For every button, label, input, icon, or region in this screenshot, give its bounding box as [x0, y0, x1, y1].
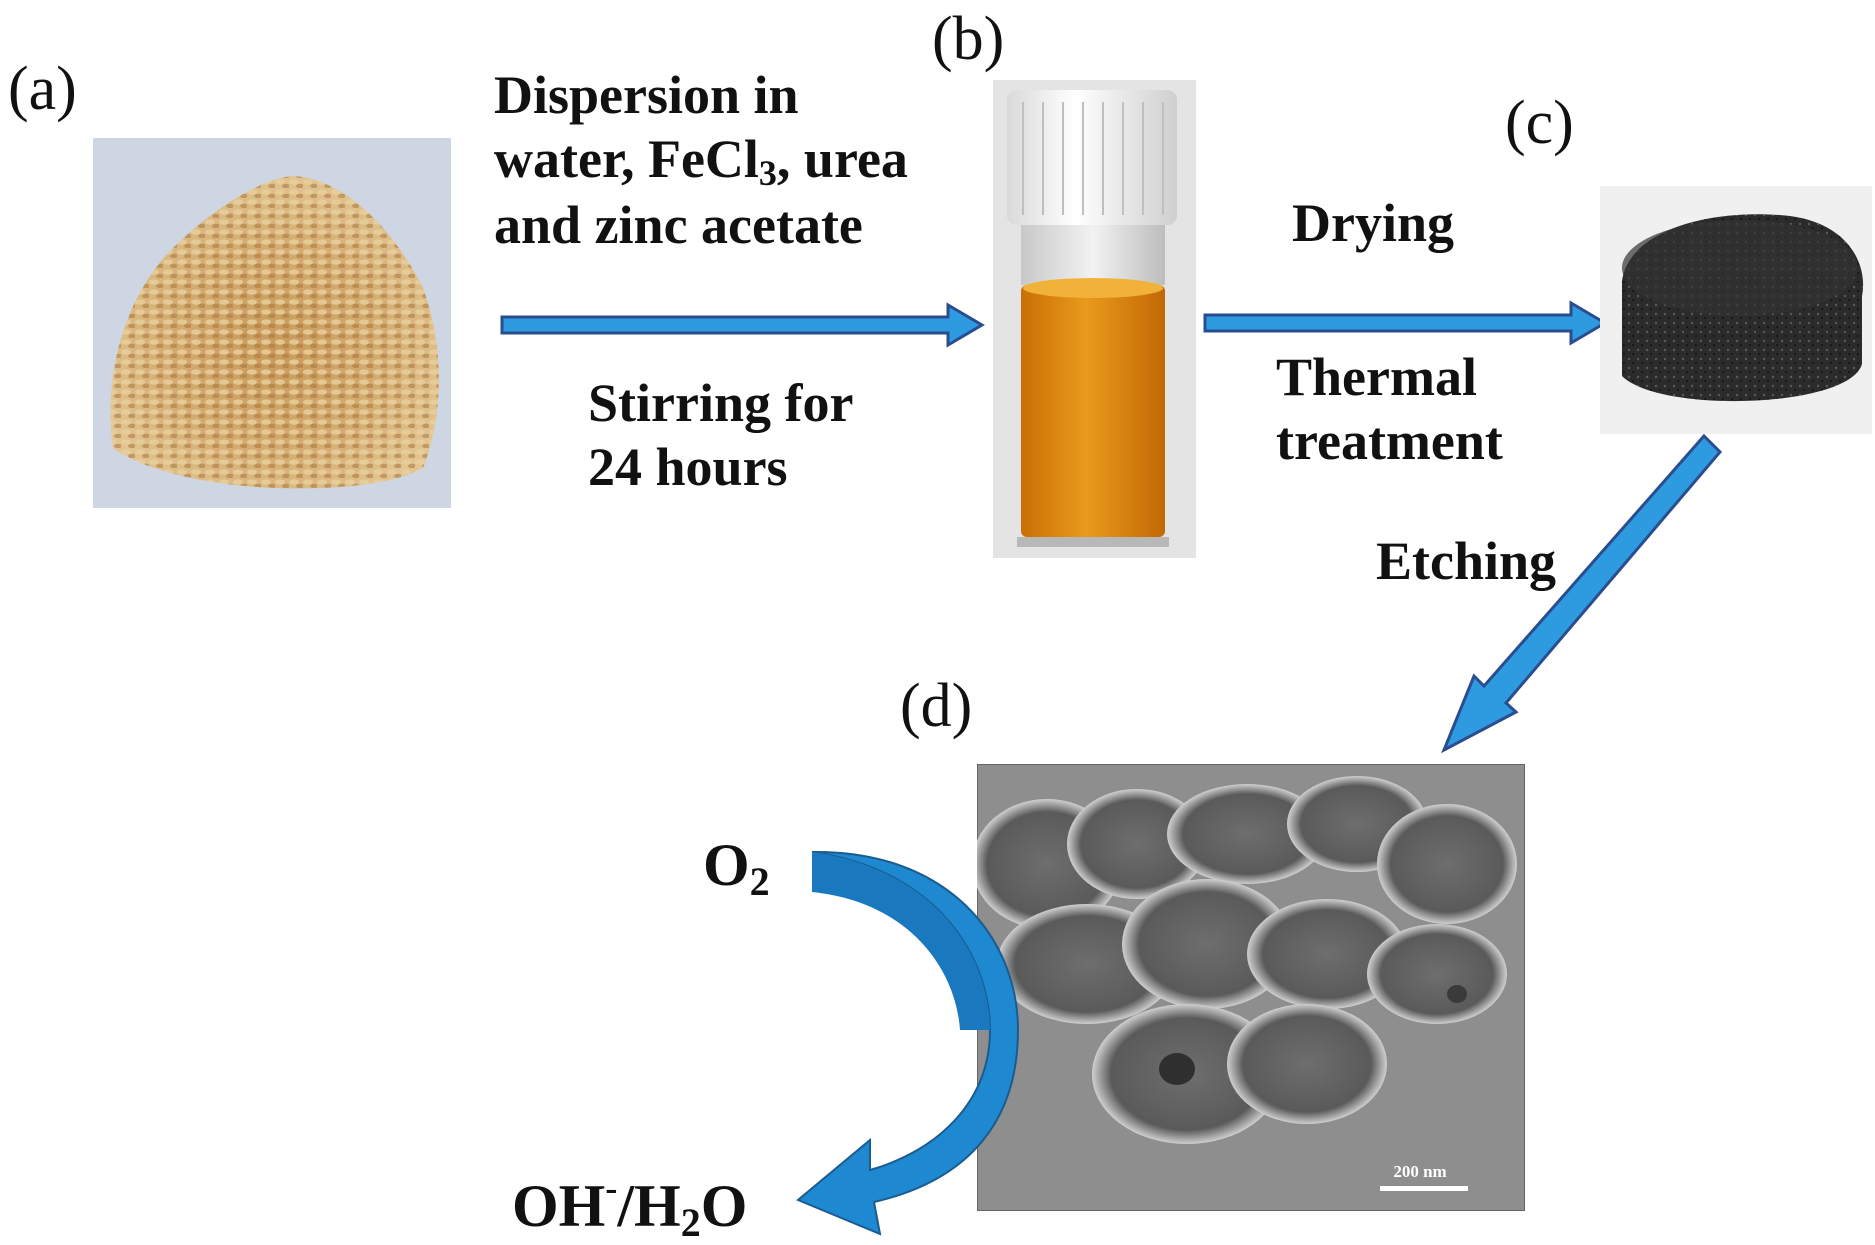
- step1-line1: Dispersion in: [494, 65, 799, 125]
- reactant-o2: O2: [703, 832, 770, 904]
- carbon-photo: [1600, 186, 1872, 434]
- tem-scalebar-label: 200 nm: [1393, 1162, 1446, 1181]
- tem-scalebar: [1380, 1186, 1468, 1191]
- arrow-c-to-d: [1441, 433, 1723, 754]
- product-oh-h2o: OH-/H2O: [512, 1168, 748, 1245]
- step2-thermal: Thermal treatment: [1276, 347, 1503, 471]
- panel-label-a: (a): [8, 55, 77, 123]
- step3-etching: Etching: [1376, 531, 1557, 591]
- seeds-photo: [93, 138, 451, 508]
- panel-label-d: (d): [900, 672, 973, 740]
- arrow-a-to-b: [500, 302, 985, 348]
- panel-label-b: (b): [932, 5, 1005, 73]
- panel-label-c: (c): [1505, 89, 1574, 157]
- step1-stirring: Stirring for 24 hours: [588, 373, 854, 497]
- step1-conditions: Dispersion in water, FeCl3, urea and zin…: [494, 64, 908, 258]
- vial-photo: [993, 80, 1196, 558]
- reaction-arrow: [796, 850, 1020, 1236]
- step2-drying: Drying: [1292, 193, 1454, 253]
- step1-line2: water, FeCl3, urea: [494, 128, 908, 193]
- tem-image: 200 nm: [977, 764, 1525, 1211]
- step1-line3: and zinc acetate: [494, 195, 863, 256]
- arrow-b-to-c: [1203, 300, 1608, 346]
